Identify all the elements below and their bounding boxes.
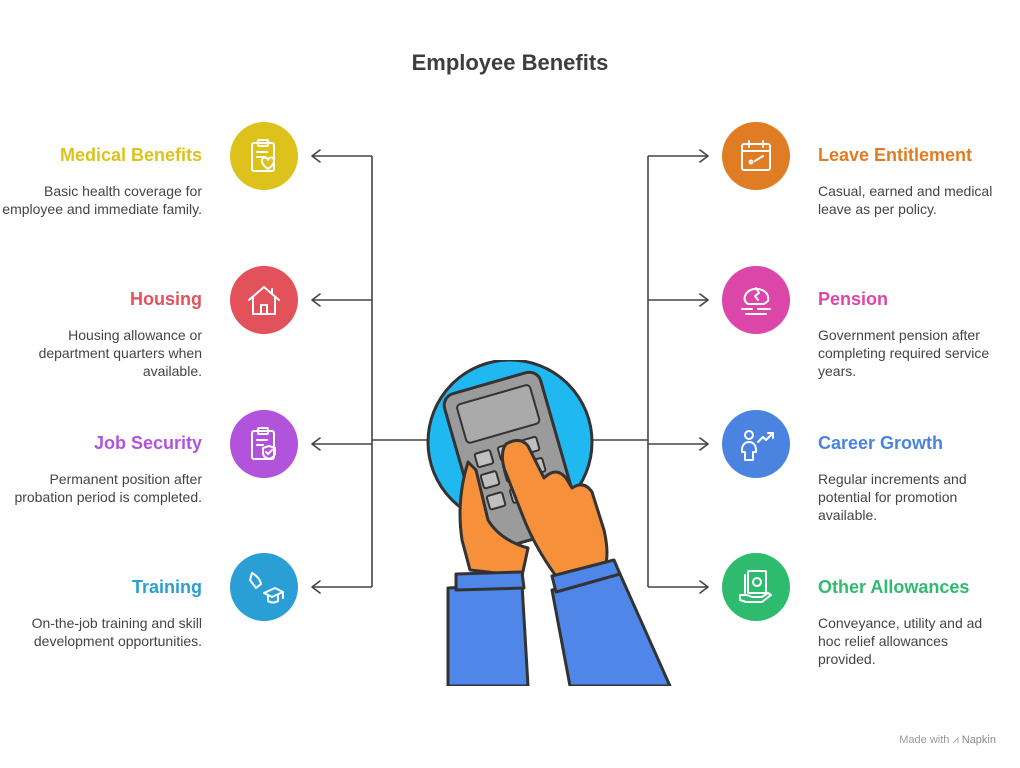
person-growth-icon xyxy=(741,430,774,461)
medical-benefits-heading: Medical Benefits xyxy=(59,145,202,165)
other-allowances-heading: Other Allowances xyxy=(818,577,970,597)
housing-heading: Housing xyxy=(130,289,202,309)
job-security-heading: Job Security xyxy=(93,433,202,453)
job-security-description: Permanent position after probation perio… xyxy=(14,471,202,505)
diagram-title: Employee Benefits xyxy=(411,50,609,75)
leave-entitlement-icon-circle xyxy=(722,122,790,190)
graduation-cap-icon xyxy=(249,572,284,604)
medical-benefits-icon-circle xyxy=(230,122,298,190)
leave-entitlement-description: Casual, earned and medical leave as per … xyxy=(818,183,993,217)
pension-heading: Pension xyxy=(818,289,889,309)
career-growth-icon-circle xyxy=(722,410,790,478)
housing-icon-circle xyxy=(230,266,298,334)
calculator-hands-icon xyxy=(426,360,672,686)
money-hand-icon xyxy=(739,570,772,603)
clipboard-heart-icon xyxy=(251,139,275,172)
clipboard-shield-icon xyxy=(251,427,276,460)
housing-description: Housing allowance or department quarters… xyxy=(38,327,202,379)
napkin-logo-icon: ⩘ xyxy=(952,734,959,746)
career-growth-description: Regular increments and potential for pro… xyxy=(818,471,967,523)
calendar-icon xyxy=(741,140,771,171)
leave-entitlement-heading: Leave Entitlement xyxy=(818,145,973,165)
other-allowances-icon-circle xyxy=(722,553,790,621)
career-growth-heading: Career Growth xyxy=(818,433,944,453)
training-description: On-the-job training and skill developmen… xyxy=(31,615,202,649)
pension-description: Government pension after completing requ… xyxy=(818,327,990,379)
watermark: Made with ⩘ Napkin xyxy=(899,734,996,747)
piggy-bank-icon xyxy=(741,287,771,315)
training-icon-circle xyxy=(230,553,298,621)
pension-icon-circle xyxy=(722,266,790,334)
training-heading: Training xyxy=(131,577,202,597)
medical-benefits-description: Basic health coverage for employee and i… xyxy=(2,183,202,217)
house-icon xyxy=(248,286,280,315)
job-security-icon-circle xyxy=(230,410,298,478)
watermark-brand: Napkin xyxy=(961,734,996,746)
other-allowances-description: Conveyance, utility and ad hoc relief al… xyxy=(818,615,983,667)
watermark-prefix: Made with xyxy=(899,734,950,746)
